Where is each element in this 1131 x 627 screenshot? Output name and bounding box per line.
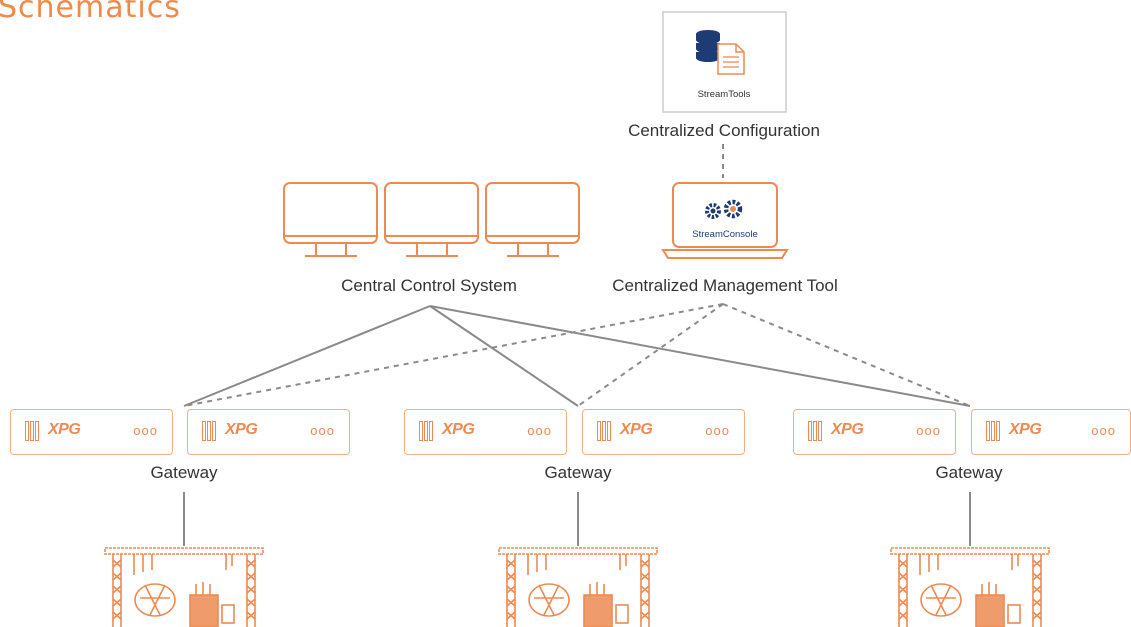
- gateway-caption: Gateway: [150, 463, 218, 482]
- page-heading: Schematics: [0, 0, 181, 25]
- gateway-caption: Gateway: [935, 463, 1003, 482]
- gateway-device: XPG ooo: [971, 409, 1131, 455]
- rack-icon: [202, 421, 220, 443]
- site-links: [183, 492, 971, 546]
- ports-icon: ooo: [705, 423, 730, 438]
- device-brand: XPG: [620, 421, 653, 438]
- ports-icon: ooo: [916, 423, 941, 438]
- monitor-icon: [283, 182, 580, 257]
- control-links: [183, 305, 971, 407]
- ports-icon: ooo: [310, 423, 335, 438]
- gateway-caption: Gateway: [544, 463, 612, 482]
- gateway-device: XPG ooo: [404, 409, 567, 455]
- ports-icon: ooo: [527, 423, 552, 438]
- management-links: [183, 303, 971, 407]
- config-caption: Centralized Configuration: [628, 121, 820, 140]
- device-brand: XPG: [831, 421, 864, 438]
- rack-icon: [986, 421, 1004, 443]
- rack-icon: [25, 421, 43, 443]
- gateway-device: XPG ooo: [10, 409, 173, 455]
- management-caption: Centralized Management Tool: [612, 276, 838, 295]
- database-document-icon: [696, 30, 745, 75]
- ports-icon: ooo: [133, 423, 158, 438]
- laptop-icon: [661, 182, 789, 259]
- rack-icon: [419, 421, 437, 443]
- device-brand: XPG: [1009, 421, 1042, 438]
- ports-icon: ooo: [1091, 423, 1116, 438]
- rack-icon: [808, 421, 826, 443]
- streamtools-label: StreamTools: [697, 89, 751, 100]
- substation-icon: [104, 547, 264, 627]
- device-brand: XPG: [442, 421, 475, 438]
- streamconsole-label: StreamConsole: [692, 229, 758, 240]
- device-brand: XPG: [48, 421, 81, 438]
- device-brand: XPG: [225, 421, 258, 438]
- gateway-device: XPG ooo: [187, 409, 350, 455]
- gateway-device: XPG ooo: [582, 409, 745, 455]
- gears-icon: [705, 199, 743, 219]
- ccs-caption: Central Control System: [341, 276, 517, 295]
- gateway-device: XPG ooo: [793, 409, 956, 455]
- rack-icon: [597, 421, 615, 443]
